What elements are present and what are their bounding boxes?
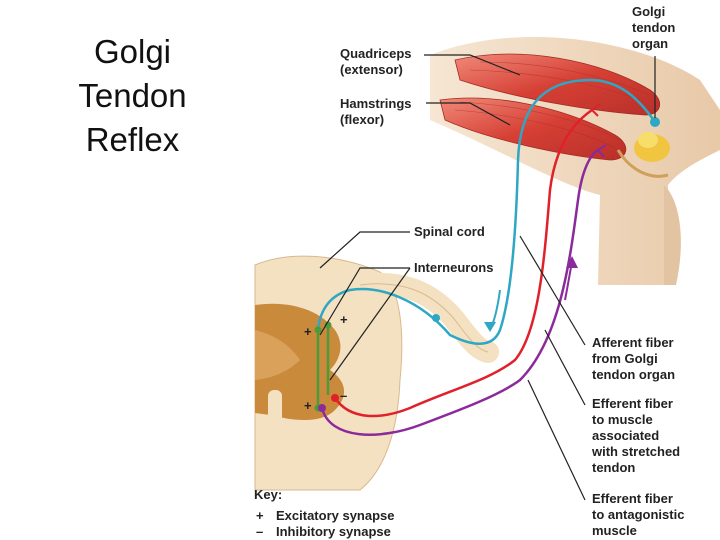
- slide-title: Golgi Tendon Reflex: [40, 30, 225, 162]
- svg-text:Quadriceps: Quadriceps: [340, 46, 412, 61]
- svg-text:Afferent fiber: Afferent fiber: [592, 335, 674, 350]
- svg-text:muscle: muscle: [592, 523, 637, 538]
- hamstrings-muscle: [439, 97, 627, 161]
- svg-text:Golgi: Golgi: [632, 4, 665, 19]
- synapse-plus-3: +: [304, 398, 312, 413]
- synapse-plus-2: +: [340, 312, 348, 327]
- synapse-plus-1: +: [304, 324, 312, 339]
- knee-joint: [616, 132, 670, 178]
- purple-fiber-terminal: [597, 144, 607, 158]
- leader-lines: [319, 54, 656, 501]
- label-efferent-stretched: Efferent fiber to muscle associated with…: [591, 396, 680, 475]
- title-line-3: Reflex: [85, 121, 180, 158]
- key-inhibitory-label: Inhibitory synapse: [276, 524, 391, 539]
- svg-text:Hamstrings: Hamstrings: [340, 96, 412, 111]
- label-golgi-tendon-organ: Golgi tendon organ: [632, 4, 675, 51]
- label-afferent-fiber: Afferent fiber from Golgi tendon organ: [592, 335, 675, 382]
- svg-text:from Golgi: from Golgi: [592, 351, 658, 366]
- muscle-striations: [454, 61, 651, 149]
- svg-text:tendon: tendon: [592, 460, 635, 475]
- efferent-fiber-antagonist: [320, 148, 599, 436]
- svg-text:organ: organ: [632, 36, 668, 51]
- svg-text:Efferent fiber: Efferent fiber: [592, 491, 673, 506]
- label-efferent-antagonist: Efferent fiber to antagonistic muscle: [592, 491, 684, 538]
- title-line-1: Golgi: [93, 33, 172, 70]
- svg-text:to muscle: to muscle: [592, 412, 653, 427]
- red-cell-body: [331, 394, 339, 402]
- svg-text:(extensor): (extensor): [340, 62, 403, 77]
- afferent-fiber: [316, 78, 657, 345]
- svg-text:with stretched: with stretched: [591, 444, 680, 459]
- interneurons: [314, 321, 332, 412]
- svg-text:to antagonistic: to antagonistic: [592, 507, 684, 522]
- svg-text:Efferent fiber: Efferent fiber: [592, 396, 673, 411]
- purple-cell-body: [318, 404, 326, 412]
- synapse-minus: –: [340, 388, 347, 403]
- label-hamstrings: Hamstrings (flexor): [340, 96, 412, 127]
- label-quadriceps: Quadriceps (extensor): [340, 46, 412, 77]
- red-fiber-terminal: [591, 103, 601, 117]
- svg-text:tendon organ: tendon organ: [592, 367, 675, 382]
- svg-text:tendon: tendon: [632, 20, 675, 35]
- title-line-2: Tendon: [78, 77, 187, 114]
- efferent-fiber-stretched: [333, 108, 593, 418]
- label-interneurons: Interneurons: [414, 260, 493, 275]
- svg-text:associated: associated: [592, 428, 659, 443]
- key-excitatory-symbol: +: [256, 508, 264, 523]
- key-title: Key:: [254, 487, 282, 502]
- dorsal-root-ganglion: [432, 314, 440, 322]
- svg-text:(flexor): (flexor): [340, 112, 384, 127]
- key-excitatory-label: Excitatory synapse: [276, 508, 395, 523]
- key-inhibitory-symbol: –: [256, 524, 263, 539]
- key-legend: Key: + Excitatory synapse – Inhibitory s…: [254, 487, 395, 539]
- label-spinal-cord: Spinal cord: [414, 224, 485, 239]
